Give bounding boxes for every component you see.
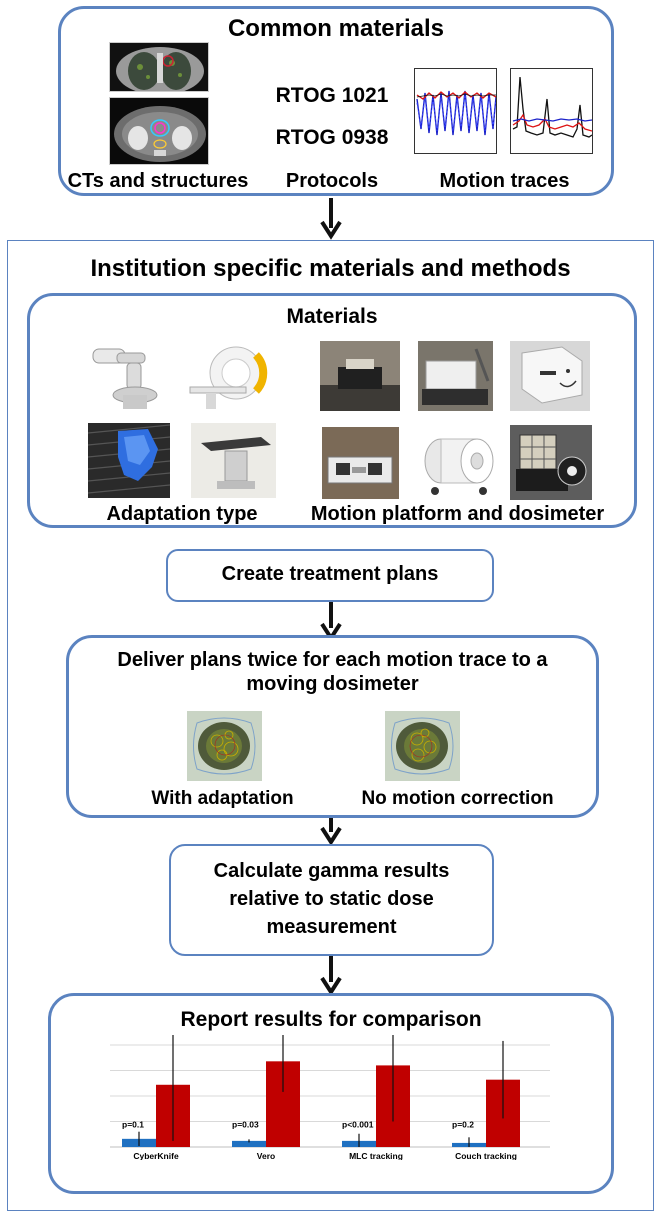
mlc-leaves-image	[87, 423, 171, 498]
ct-lung-image	[109, 42, 209, 92]
flow-arrow-3	[320, 818, 342, 846]
phantom-face-image	[510, 341, 590, 411]
gamma-line-3: measurement	[266, 916, 397, 938]
motion-trace-plot-1	[414, 68, 497, 154]
protocol-rtog-1021: RTOG 1021	[275, 84, 389, 107]
deliver-box	[66, 635, 599, 818]
common-materials-title: Common materials	[227, 15, 445, 42]
category-label-2: MLC tracking	[349, 1151, 403, 1160]
with-adaptation-label: With adaptation	[151, 788, 294, 809]
platform-image-1	[320, 341, 400, 411]
deliver-line-2: moving dosimeter	[246, 673, 419, 695]
flow-arrow-1	[320, 198, 342, 240]
create-plans-label: Create treatment plans	[221, 563, 439, 585]
couch-image	[191, 423, 276, 498]
platform-image-4	[510, 425, 592, 500]
dose-map-with-adaptation	[187, 711, 262, 781]
protocol-rtog-0938: RTOG 0938	[275, 126, 389, 149]
report-title: Report results for comparison	[180, 1008, 482, 1031]
no-motion-correction-label: No motion correction	[361, 788, 554, 809]
cylinder-phantom-image	[413, 425, 500, 500]
p-value-label-3: p=0.2	[452, 1120, 474, 1130]
platform-image-3	[322, 427, 399, 499]
dose-map-no-correction	[385, 711, 460, 781]
robotic-linac-image	[87, 341, 167, 413]
ct-pelvis-image	[109, 97, 209, 165]
gamma-line-1: Calculate gamma results	[213, 860, 450, 882]
ct-structures-label: CTs and structures	[67, 170, 249, 192]
deliver-line-1: Deliver plans twice for each motion trac…	[117, 649, 548, 671]
gamma-box	[169, 844, 494, 956]
category-label-1: Vero	[257, 1151, 275, 1160]
institution-title: Institution specific materials and metho…	[90, 255, 571, 282]
p-value-label-0: p=0.1	[122, 1120, 144, 1130]
bar-blue-1	[232, 1140, 266, 1147]
category-label-0: CyberKnife	[133, 1151, 179, 1160]
gamma-line-2: relative to static dose	[229, 888, 434, 910]
materials-title: Materials	[286, 305, 378, 328]
p-value-label-1: p=0.03	[232, 1120, 259, 1130]
adaptation-type-label: Adaptation type	[106, 503, 258, 525]
platform-image-2	[418, 341, 493, 411]
motion-platform-label: Motion platform and dosimeter	[310, 503, 605, 525]
flow-arrow-4	[320, 956, 342, 996]
create-plans-box	[166, 549, 494, 602]
p-value-label-2: p<0.001	[342, 1120, 374, 1130]
protocols-label: Protocols	[285, 170, 379, 192]
motion-traces-label: Motion traces	[439, 170, 570, 192]
motion-trace-plot-2	[510, 68, 593, 154]
gantry-linac-image	[186, 341, 271, 413]
category-label-3: Couch tracking	[455, 1151, 517, 1160]
